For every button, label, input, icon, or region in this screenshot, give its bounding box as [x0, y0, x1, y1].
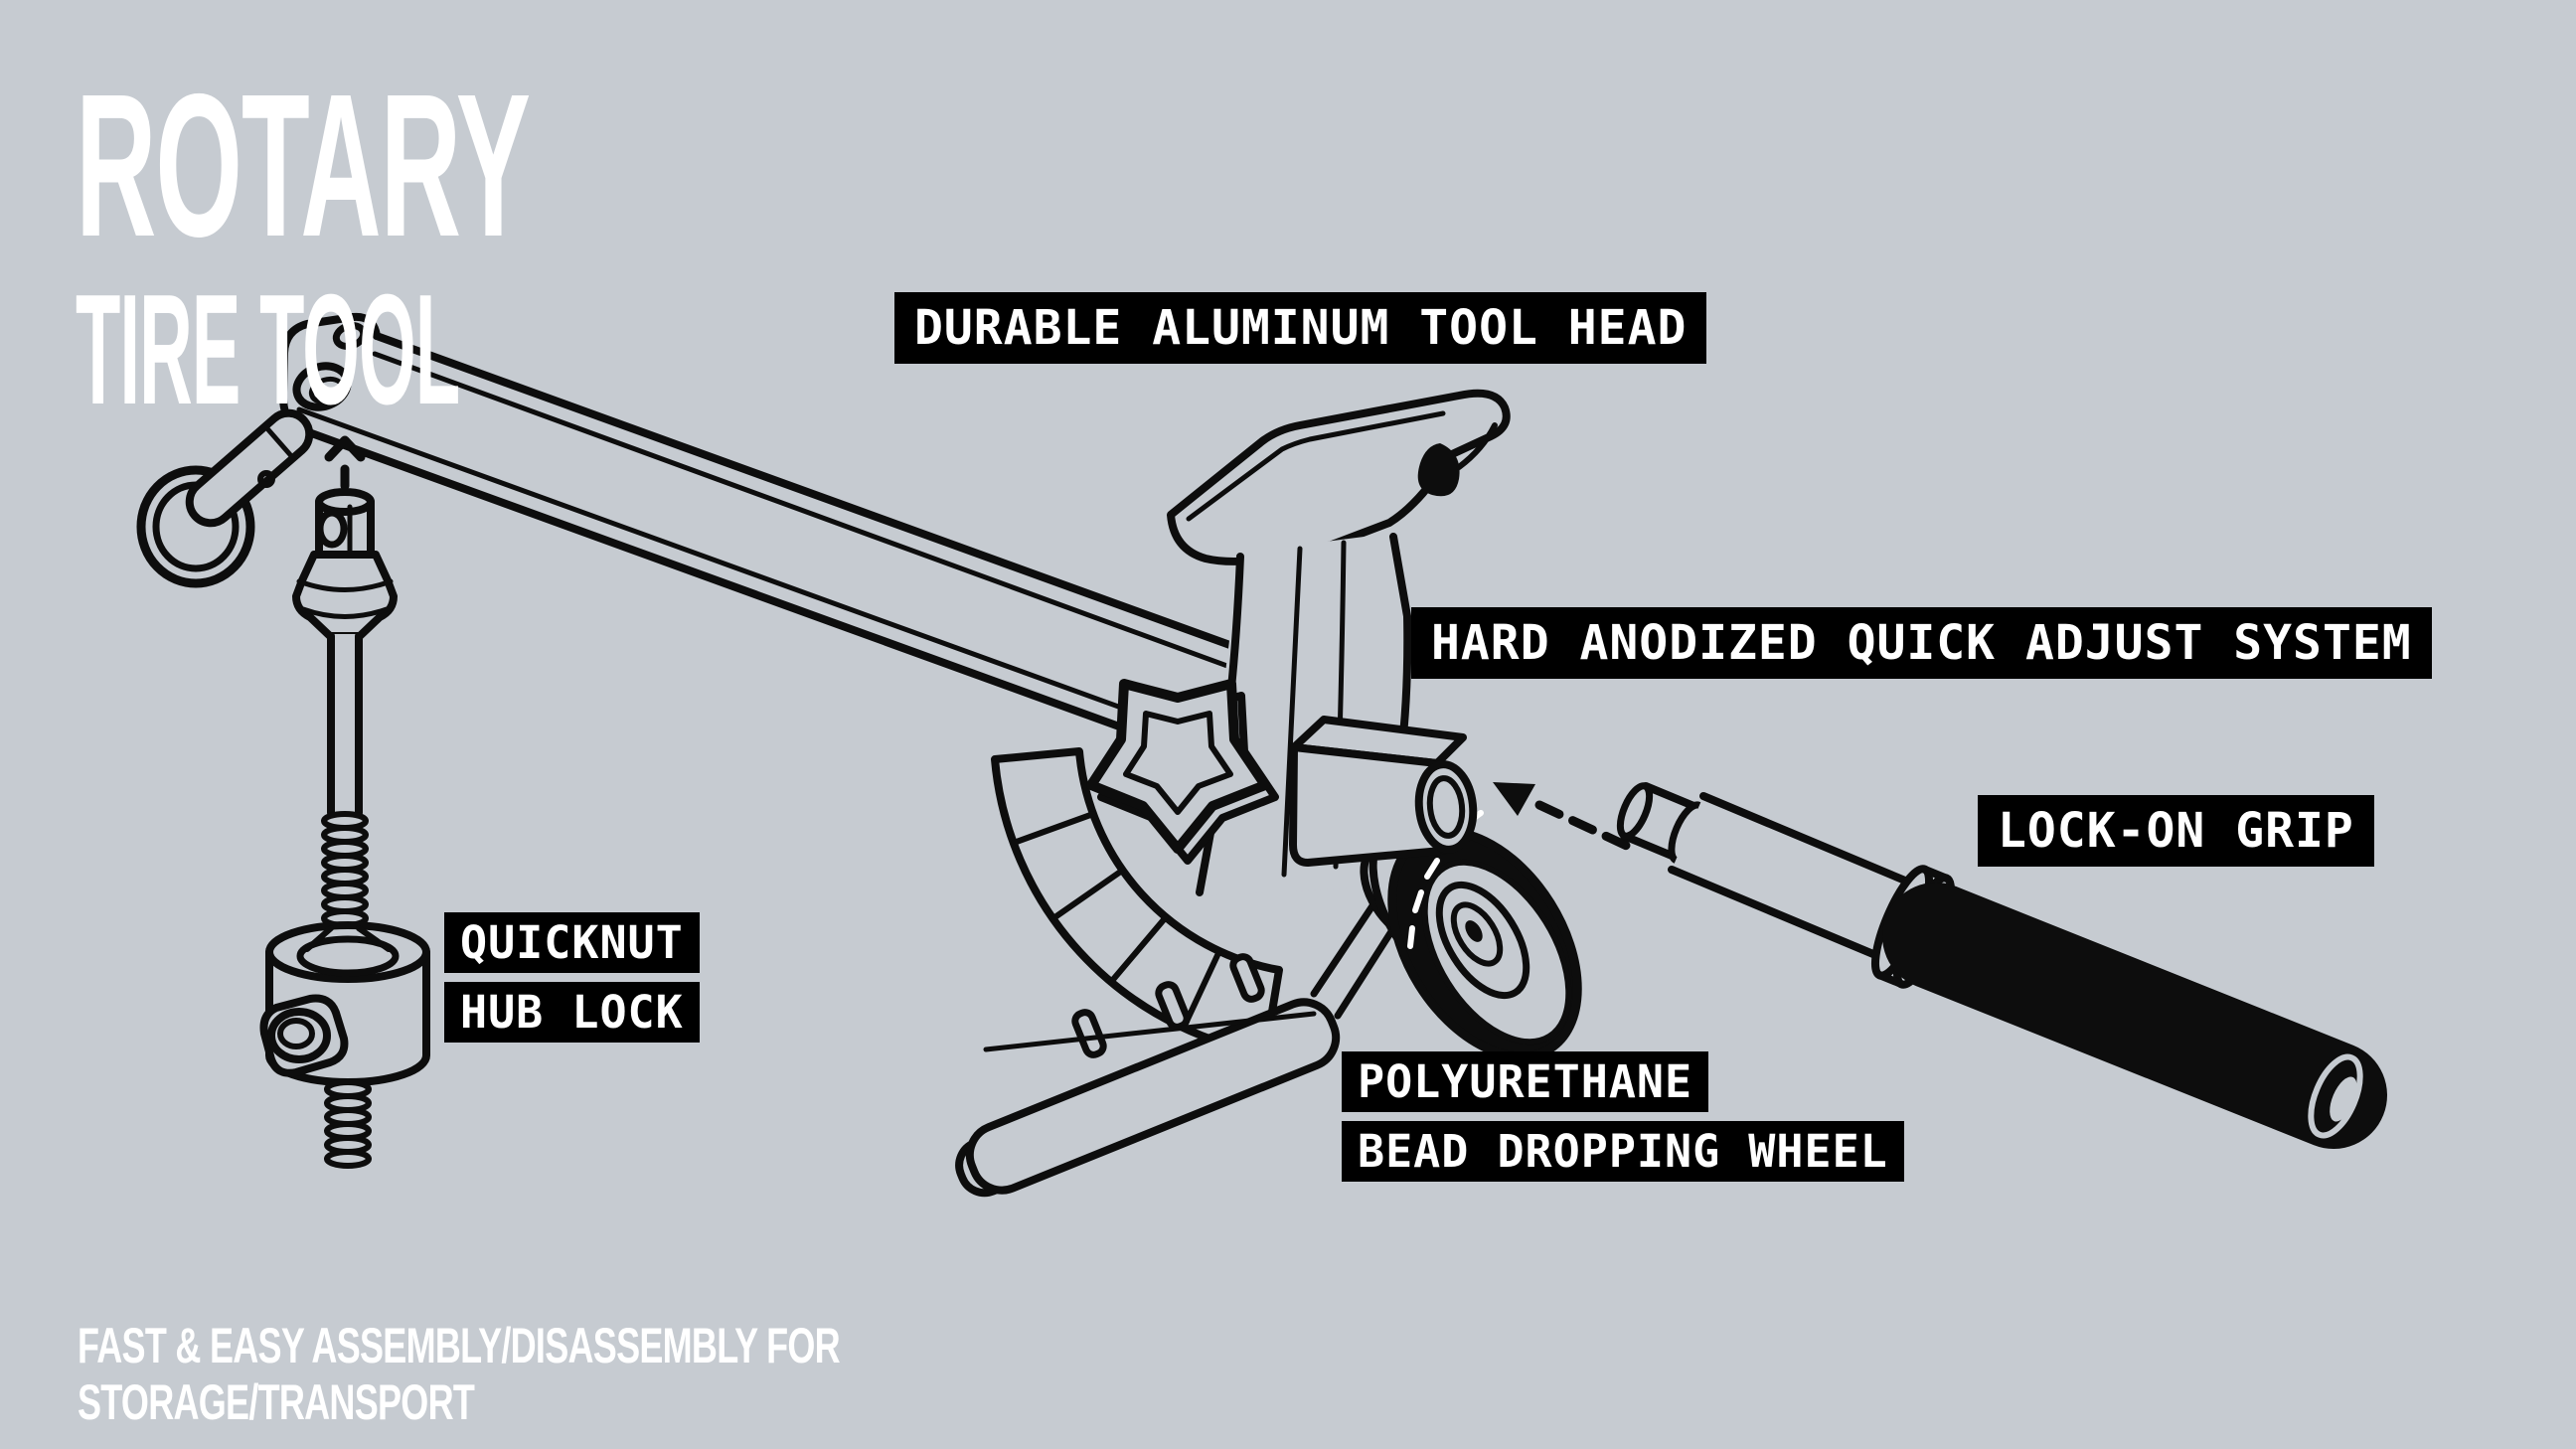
- poster-title: ROTARY TIRE TOOL: [76, 52, 901, 437]
- label-lock-on-grip: LOCK-ON GRIP: [1978, 795, 2374, 867]
- quick-adjust-socket: [1289, 716, 1478, 867]
- label-bead-wheel: POLYURETHANE BEAD DROPPING WHEEL: [1342, 1051, 1904, 1182]
- label-bead-wheel-line-2: BEAD DROPPING WHEEL: [1342, 1121, 1904, 1182]
- assembly-direction-arrow-icon: [324, 435, 366, 491]
- insert-direction-arrow-icon: [1493, 782, 1636, 853]
- lock-on-handle-grip: [1616, 782, 2387, 1149]
- duckbill-foot: [955, 871, 1420, 1198]
- label-hub-lock-line-2: HUB LOCK: [444, 982, 700, 1043]
- footer-line-1: FAST & EASY ASSEMBLY/DISASSEMBLY FOR: [78, 1318, 841, 1373]
- label-tool-head: DURABLE ALUMINUM TOOL HEAD: [894, 292, 1707, 364]
- label-bead-wheel-line-1: POLYURETHANE: [1342, 1051, 1709, 1112]
- footer-tagline: FAST & EASY ASSEMBLY/DISASSEMBLY FOR STO…: [78, 1318, 841, 1431]
- label-hub-lock: QUICKNUT HUB LOCK: [444, 912, 700, 1043]
- title-line-2: TIRE TOOL: [76, 261, 460, 437]
- label-hub-lock-line-1: QUICKNUT: [444, 912, 700, 973]
- footer-line-2: STORAGE/TRANSPORT: [78, 1374, 475, 1430]
- label-adjust-system: HARD ANODIZED QUICK ADJUST SYSTEM: [1411, 607, 2432, 679]
- star-adjust-knob: [1086, 679, 1279, 865]
- tool-arm-bar: [278, 312, 1286, 777]
- title-line-1: ROTARY: [76, 52, 531, 279]
- quicknut-threaded-post: [292, 488, 398, 942]
- retaining-ring-pin: [136, 408, 314, 588]
- quicknut-hub-drum: [259, 921, 430, 1169]
